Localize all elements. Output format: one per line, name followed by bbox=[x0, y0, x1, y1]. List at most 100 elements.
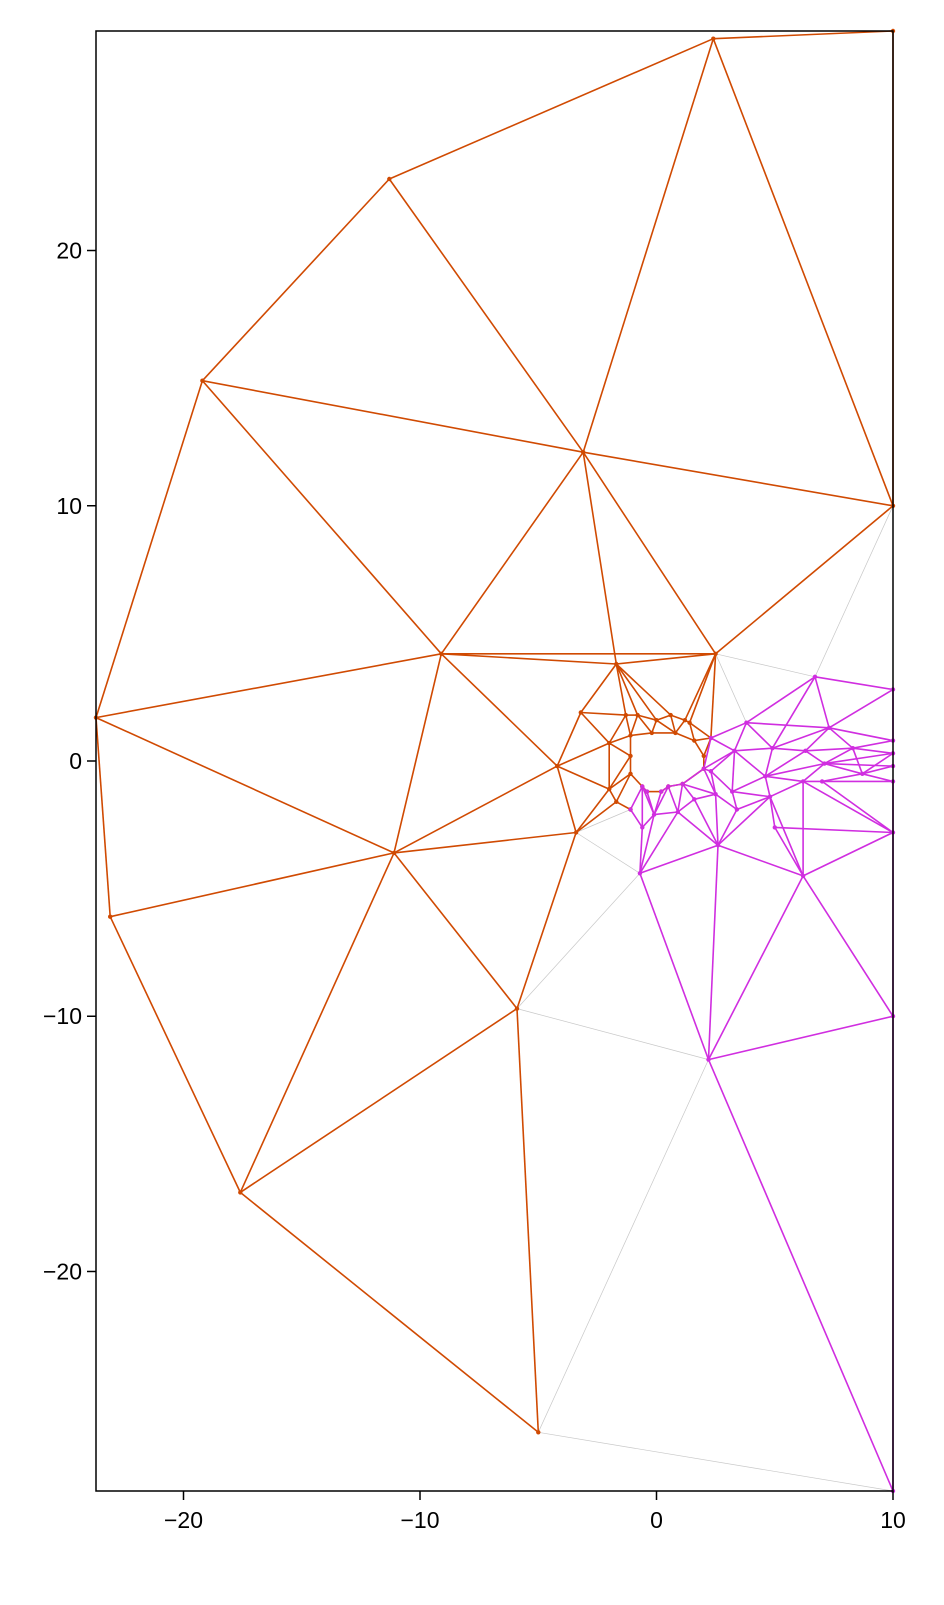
mesh-edge bbox=[95, 653, 442, 719]
mesh-node bbox=[573, 830, 579, 835]
mesh-edge bbox=[746, 721, 830, 729]
mesh-edge bbox=[582, 38, 715, 453]
mesh-edge bbox=[764, 748, 774, 777]
mesh-edge bbox=[95, 717, 111, 917]
mesh-edge bbox=[824, 762, 863, 775]
mesh-edge bbox=[769, 796, 776, 828]
mesh-node bbox=[822, 761, 827, 766]
y-tick-label: 0 bbox=[69, 748, 82, 774]
mesh-node bbox=[687, 720, 692, 725]
mesh-edge bbox=[202, 379, 584, 453]
mesh-edge bbox=[653, 786, 670, 815]
mesh-edge bbox=[608, 755, 632, 790]
mesh-node bbox=[200, 378, 205, 383]
mesh-edge bbox=[575, 809, 631, 833]
mesh-edge bbox=[713, 30, 894, 40]
mesh-edge bbox=[393, 831, 577, 854]
mesh-edge bbox=[677, 811, 719, 846]
mesh-edge bbox=[715, 793, 738, 811]
mesh-node bbox=[623, 712, 628, 718]
mesh-edge bbox=[764, 776, 771, 797]
mesh-edge bbox=[440, 451, 584, 655]
mesh-edge bbox=[651, 719, 658, 734]
mesh-edge bbox=[388, 178, 584, 453]
mesh-edge bbox=[675, 732, 695, 742]
mesh-edge bbox=[684, 653, 717, 721]
mesh-edge bbox=[731, 775, 766, 793]
mesh-node bbox=[387, 176, 392, 182]
mesh-edge bbox=[239, 1191, 539, 1433]
mesh-edge bbox=[710, 653, 717, 739]
mesh-node bbox=[607, 786, 612, 792]
mesh-edge bbox=[516, 873, 641, 1009]
mesh-node bbox=[607, 740, 612, 746]
mesh-node bbox=[708, 735, 714, 741]
mesh-edge bbox=[733, 750, 766, 777]
mesh-node bbox=[692, 797, 697, 802]
mesh-node bbox=[635, 712, 640, 718]
mesh-edge bbox=[694, 737, 712, 742]
mesh-edge bbox=[653, 791, 662, 815]
mesh-edge bbox=[630, 732, 652, 737]
mesh-edge bbox=[629, 809, 643, 828]
mesh-edge bbox=[733, 722, 748, 752]
mesh-node bbox=[439, 651, 444, 656]
mesh-edge bbox=[629, 773, 643, 788]
mesh-edge bbox=[821, 780, 894, 834]
mesh-edge bbox=[239, 852, 395, 1193]
mesh-edge bbox=[580, 663, 617, 713]
mesh-edge bbox=[828, 727, 894, 742]
mesh-edge bbox=[441, 653, 617, 665]
mesh-node bbox=[860, 771, 865, 776]
mesh-edge bbox=[575, 832, 641, 874]
mesh-edge bbox=[769, 796, 804, 877]
mesh-node bbox=[701, 753, 706, 759]
mesh-edge bbox=[717, 796, 771, 846]
mesh-edge bbox=[862, 765, 894, 775]
mesh-edge bbox=[575, 801, 617, 834]
mesh-edge bbox=[681, 783, 695, 800]
mesh-edge bbox=[608, 734, 631, 744]
mesh-edge bbox=[615, 663, 658, 721]
mesh-node bbox=[819, 779, 825, 784]
mesh-node bbox=[514, 1006, 520, 1011]
mesh-edge bbox=[731, 750, 736, 792]
mesh-edge bbox=[688, 653, 717, 723]
mesh-edge bbox=[682, 768, 705, 785]
mesh-edge bbox=[745, 722, 773, 749]
y-tick-label: −10 bbox=[43, 1003, 82, 1029]
mesh-edge bbox=[771, 676, 816, 749]
mesh-node bbox=[614, 661, 619, 667]
mesh-edge bbox=[625, 714, 632, 736]
y-tick-label: 10 bbox=[56, 493, 82, 519]
mesh-edge bbox=[615, 663, 639, 716]
mesh-node bbox=[692, 738, 697, 743]
mesh-edge bbox=[774, 826, 804, 877]
mesh-edge bbox=[556, 742, 610, 767]
mesh-node bbox=[800, 873, 806, 879]
mesh-edge bbox=[688, 722, 696, 741]
mesh-edge bbox=[615, 801, 631, 811]
mesh-edge bbox=[774, 826, 894, 834]
mesh-edge bbox=[393, 765, 558, 854]
mesh-edge bbox=[804, 727, 830, 752]
mesh-edge bbox=[693, 798, 719, 846]
mesh-edge bbox=[615, 663, 672, 716]
mesh-edge bbox=[674, 719, 686, 734]
mesh-edge bbox=[710, 737, 735, 752]
mesh-edge bbox=[710, 770, 733, 793]
mesh-edge bbox=[641, 814, 655, 828]
mesh-edge bbox=[708, 1015, 894, 1061]
mesh-edge bbox=[772, 747, 806, 752]
mesh-edge bbox=[852, 747, 894, 755]
mesh-edge bbox=[556, 712, 582, 767]
plot-frame bbox=[95, 30, 894, 1492]
mesh-edge bbox=[616, 653, 716, 665]
mesh-node bbox=[581, 450, 586, 455]
mesh-edge bbox=[824, 752, 894, 765]
mesh-edge bbox=[615, 663, 627, 716]
mesh-edge bbox=[715, 505, 894, 655]
mesh-node bbox=[708, 769, 714, 774]
mesh-node bbox=[732, 748, 737, 753]
mesh-edge bbox=[639, 844, 719, 875]
